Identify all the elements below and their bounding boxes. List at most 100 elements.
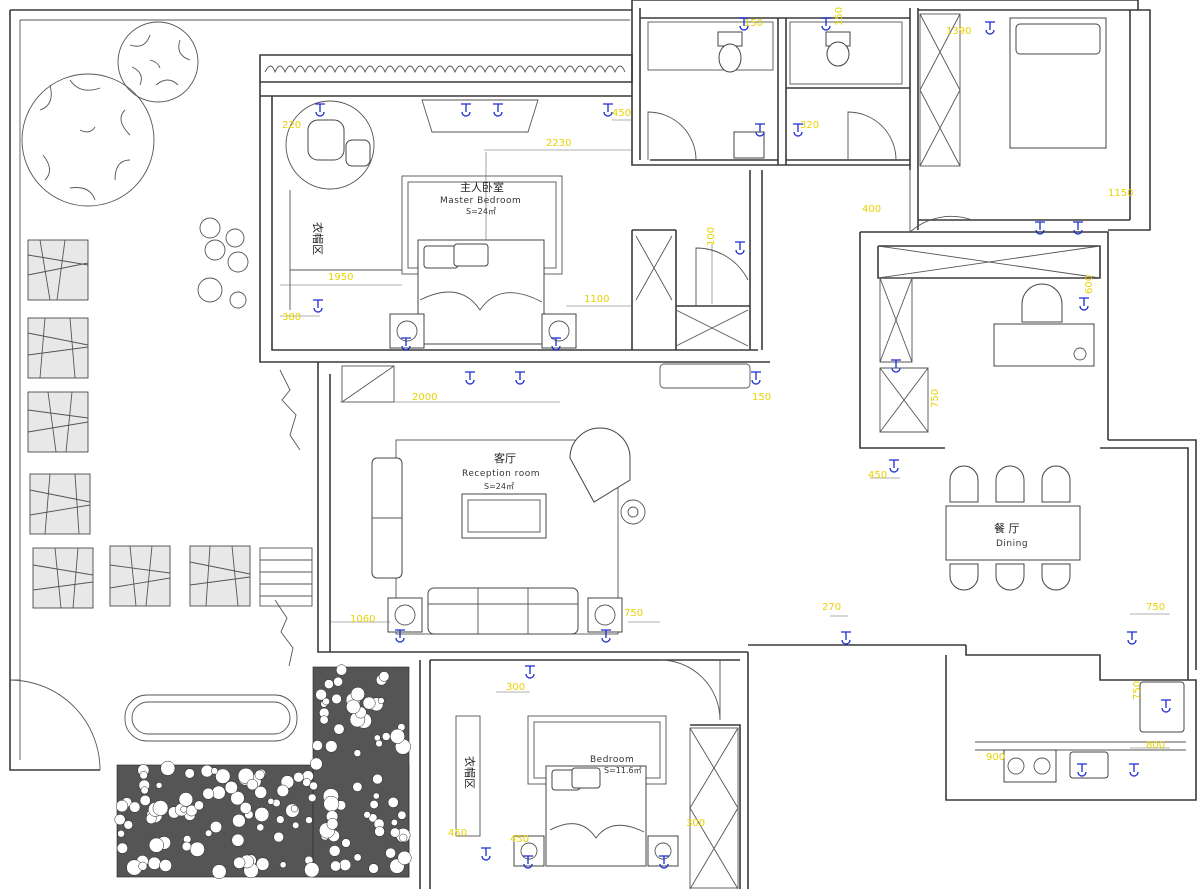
pebble [246, 778, 258, 791]
dim-28: 750 [1132, 681, 1143, 700]
pebble [390, 819, 398, 826]
dim-14: 2000 [412, 392, 437, 403]
pebble [397, 810, 407, 820]
pebble [129, 801, 141, 813]
pebble [353, 749, 362, 757]
socket-symbol [841, 631, 851, 645]
socket-symbol [755, 123, 765, 137]
pebble [233, 856, 246, 869]
pebble [123, 820, 133, 830]
pebble [138, 861, 148, 871]
socket-symbol [551, 337, 561, 351]
pebble [279, 861, 287, 869]
pebble [239, 802, 252, 814]
pebble [254, 807, 270, 822]
pebble [377, 697, 385, 705]
socket-symbol [1077, 763, 1087, 777]
pebble [322, 697, 330, 706]
pebble [369, 800, 379, 809]
pebble [397, 850, 412, 865]
garden-steps [259, 547, 313, 607]
pebble [148, 837, 164, 853]
pebble [116, 842, 128, 854]
tree-small [117, 21, 199, 103]
stepping-stones [27, 239, 251, 609]
pebble [390, 827, 400, 838]
pebble [276, 815, 285, 824]
socket-symbol [603, 103, 613, 117]
pebble [333, 676, 343, 687]
bedroom2-bed [1009, 17, 1107, 149]
socket-symbol [525, 665, 535, 679]
shrubs-left [197, 217, 301, 667]
fireplace [1021, 283, 1087, 361]
reception-label-zh: 客厅 [494, 451, 516, 465]
pebble [273, 831, 284, 843]
pebble [160, 760, 176, 776]
pebble [254, 769, 265, 780]
tree-large [21, 73, 155, 207]
pebble [333, 723, 345, 735]
master-bed [389, 175, 577, 349]
pebble [114, 814, 126, 826]
pebble [256, 857, 270, 871]
dim-27: 300 [686, 818, 705, 829]
dim-22: 800 [1146, 740, 1165, 751]
pebble [346, 699, 361, 715]
pebble [326, 818, 339, 830]
pebble [363, 811, 371, 819]
dim-10: 1100 [584, 294, 609, 305]
pebble [305, 816, 313, 824]
dim-3: 1390 [946, 26, 971, 37]
pebble [302, 778, 312, 787]
dim-11: 100 [706, 227, 717, 246]
dining-label-en: Dining [996, 539, 1028, 549]
socket-symbol [523, 855, 533, 869]
pebble [159, 859, 172, 872]
socket-symbol [1127, 631, 1137, 645]
pebble [319, 715, 329, 725]
pebble [331, 693, 342, 705]
socket-symbol [1073, 221, 1083, 235]
pebble [147, 856, 161, 870]
pebble [375, 739, 383, 748]
socket-symbol [735, 241, 745, 255]
dim-8: 1150 [1108, 188, 1133, 199]
pebble [211, 864, 227, 879]
pebble [389, 728, 406, 744]
dim-19: 1060 [350, 614, 375, 625]
pebble [309, 781, 318, 791]
toilets [717, 31, 851, 159]
pebble [315, 688, 327, 701]
dim-17: 750 [930, 389, 941, 408]
pebble [368, 863, 379, 874]
pebble [372, 792, 380, 800]
pebble [184, 768, 195, 779]
pebble [362, 696, 376, 710]
bedroom3-bed [513, 715, 679, 867]
pebble [194, 800, 204, 811]
bedroom-label-en: Bedroom [590, 755, 634, 765]
dim-18: 270 [822, 602, 841, 613]
socket-symbol [793, 123, 803, 137]
interior-walls [259, 0, 1197, 889]
socket-symbol [891, 359, 901, 373]
closet-bedroom-label: 衣帽区 [463, 756, 477, 789]
pebble [152, 800, 169, 816]
master-bedroom-label-zh: 主人卧室 [460, 180, 504, 194]
pebble [324, 679, 334, 689]
socket-symbol [821, 17, 831, 31]
pebble [292, 821, 300, 829]
pebble [374, 826, 385, 837]
socket-symbol [985, 21, 995, 35]
dim-26: 450 [510, 834, 529, 845]
pebble [353, 853, 362, 862]
pebble [267, 798, 275, 805]
dimension-labels: 150 150 1390 220 450 2230 400 1150 1950 … [282, 7, 1165, 845]
pebble [231, 833, 245, 847]
pebble [325, 740, 338, 753]
pebble [399, 833, 408, 842]
dining-set [945, 465, 1081, 591]
pebble [312, 740, 323, 751]
